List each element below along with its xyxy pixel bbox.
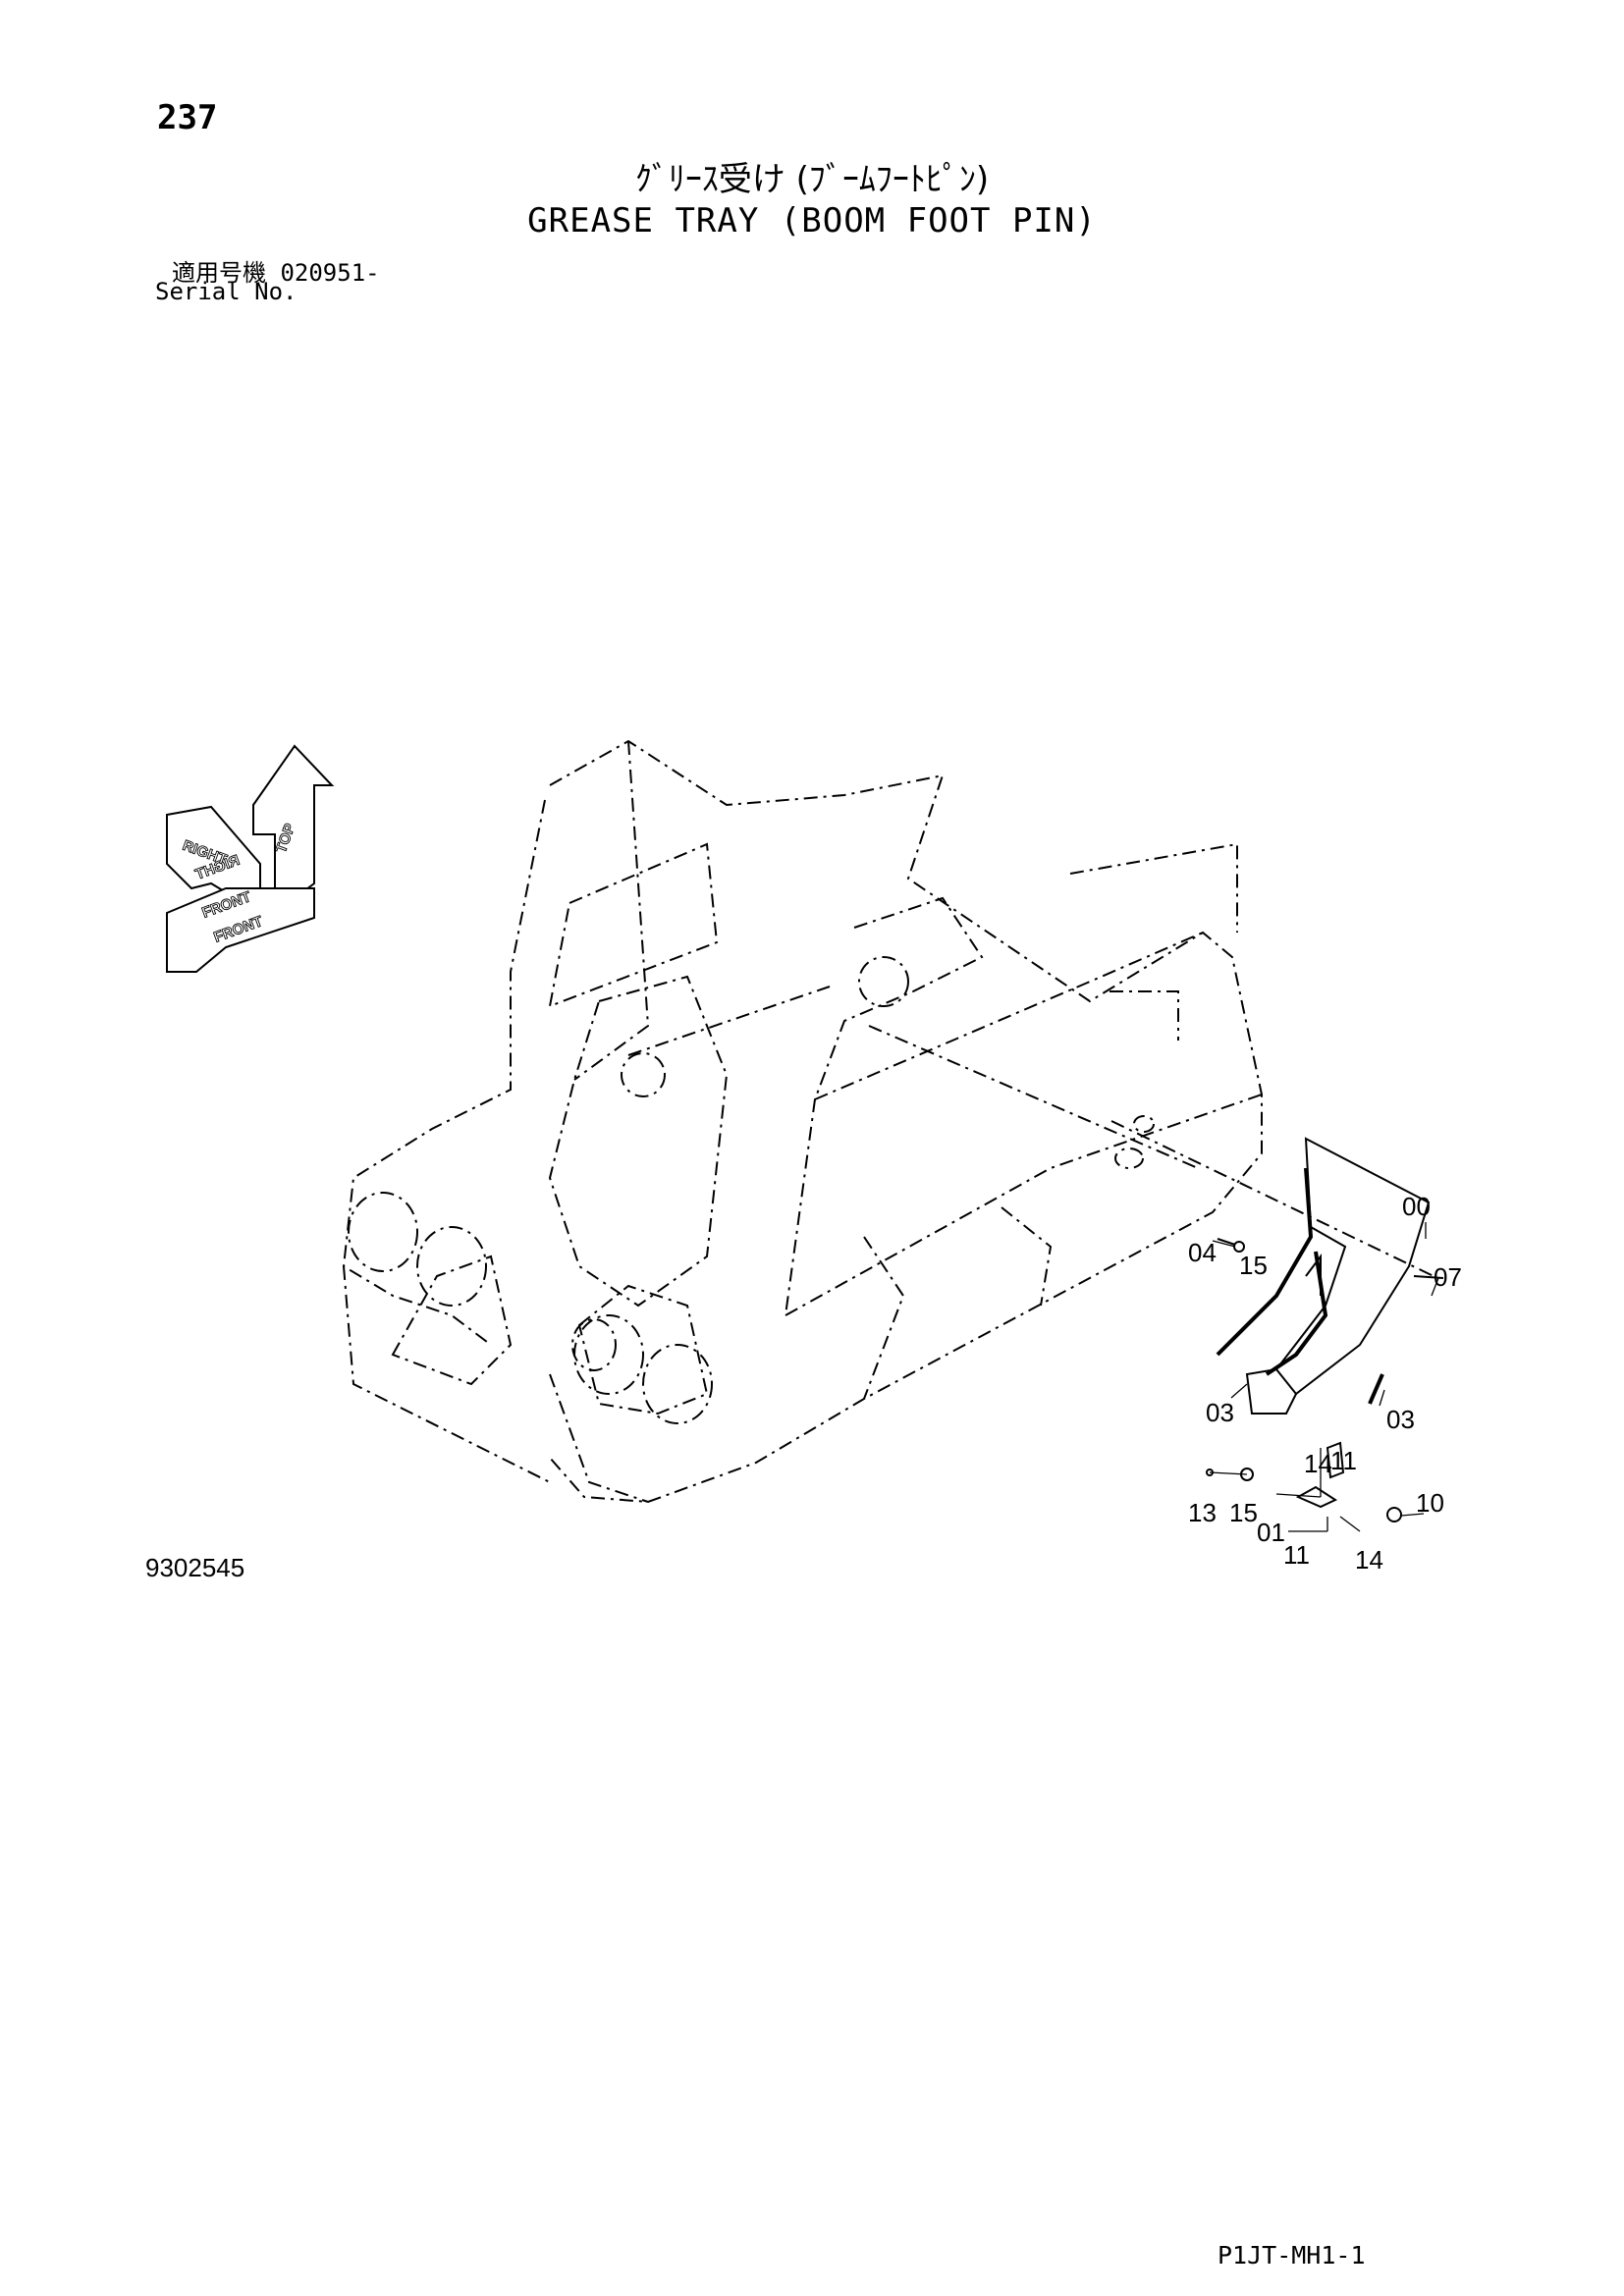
callout-01: 01 xyxy=(1257,1518,1285,1547)
callouts: 00 04 15 07 03 03 14 11 10 13 15 01 11 1… xyxy=(1188,1192,1462,1575)
centerline xyxy=(1110,1120,1435,1277)
main-frame-phantom xyxy=(342,739,1263,1504)
tray-end xyxy=(1245,1368,1297,1415)
leader-lines xyxy=(1209,1222,1439,1532)
serial-label-japanese: 適用号機 020951- xyxy=(172,259,380,287)
callout-11-upper: 11 xyxy=(1330,1446,1357,1475)
callout-14-lower: 14 xyxy=(1355,1545,1383,1575)
orientation-indicator: TOP RIGHT RIGHT FRONT FRONT xyxy=(166,744,335,973)
bracket-part xyxy=(1326,1441,1345,1479)
callout-03-right: 03 xyxy=(1386,1405,1415,1434)
seal-strip-edge xyxy=(1305,1254,1322,1296)
clip-part xyxy=(1368,1373,1384,1405)
callout-03-left: 03 xyxy=(1206,1398,1234,1427)
title-english: GREASE TRAY (BOOM FOOT PIN) xyxy=(527,201,1097,240)
callout-07: 07 xyxy=(1434,1262,1462,1292)
callout-04: 04 xyxy=(1188,1238,1217,1267)
callout-13: 13 xyxy=(1188,1498,1217,1527)
callout-10: 10 xyxy=(1416,1488,1444,1518)
callout-11-lower: 11 xyxy=(1283,1540,1310,1570)
seal-strip-lower xyxy=(1265,1251,1328,1376)
lower-bracket xyxy=(1295,1485,1338,1509)
front-arrow-icon xyxy=(166,887,315,973)
page-number: 237 xyxy=(157,98,218,137)
drawing-number: 9302545 xyxy=(145,1553,245,1582)
seal-strip-upper xyxy=(1216,1167,1314,1357)
bolt-04 xyxy=(1217,1238,1236,1246)
grease-tray xyxy=(1274,1137,1431,1396)
callout-00: 00 xyxy=(1402,1192,1431,1221)
serial-label-english: Serial No. xyxy=(155,278,298,305)
callout-15: 15 xyxy=(1239,1251,1268,1280)
title-japanese: ｸﾞﾘｰｽ受け (ﾌﾞｰﾑﾌｰﾄﾋﾟﾝ) xyxy=(634,160,990,199)
callout-14-upper: 14 xyxy=(1304,1449,1332,1478)
grease-tray-assembly xyxy=(1110,1120,1444,1522)
callout-15-lower: 15 xyxy=(1229,1498,1258,1527)
bolt-07 xyxy=(1413,1275,1444,1279)
document-code: P1JT-MH1-1 xyxy=(1218,2241,1366,2269)
top-arrow-icon xyxy=(252,744,335,915)
nut-10 xyxy=(1386,1507,1402,1522)
